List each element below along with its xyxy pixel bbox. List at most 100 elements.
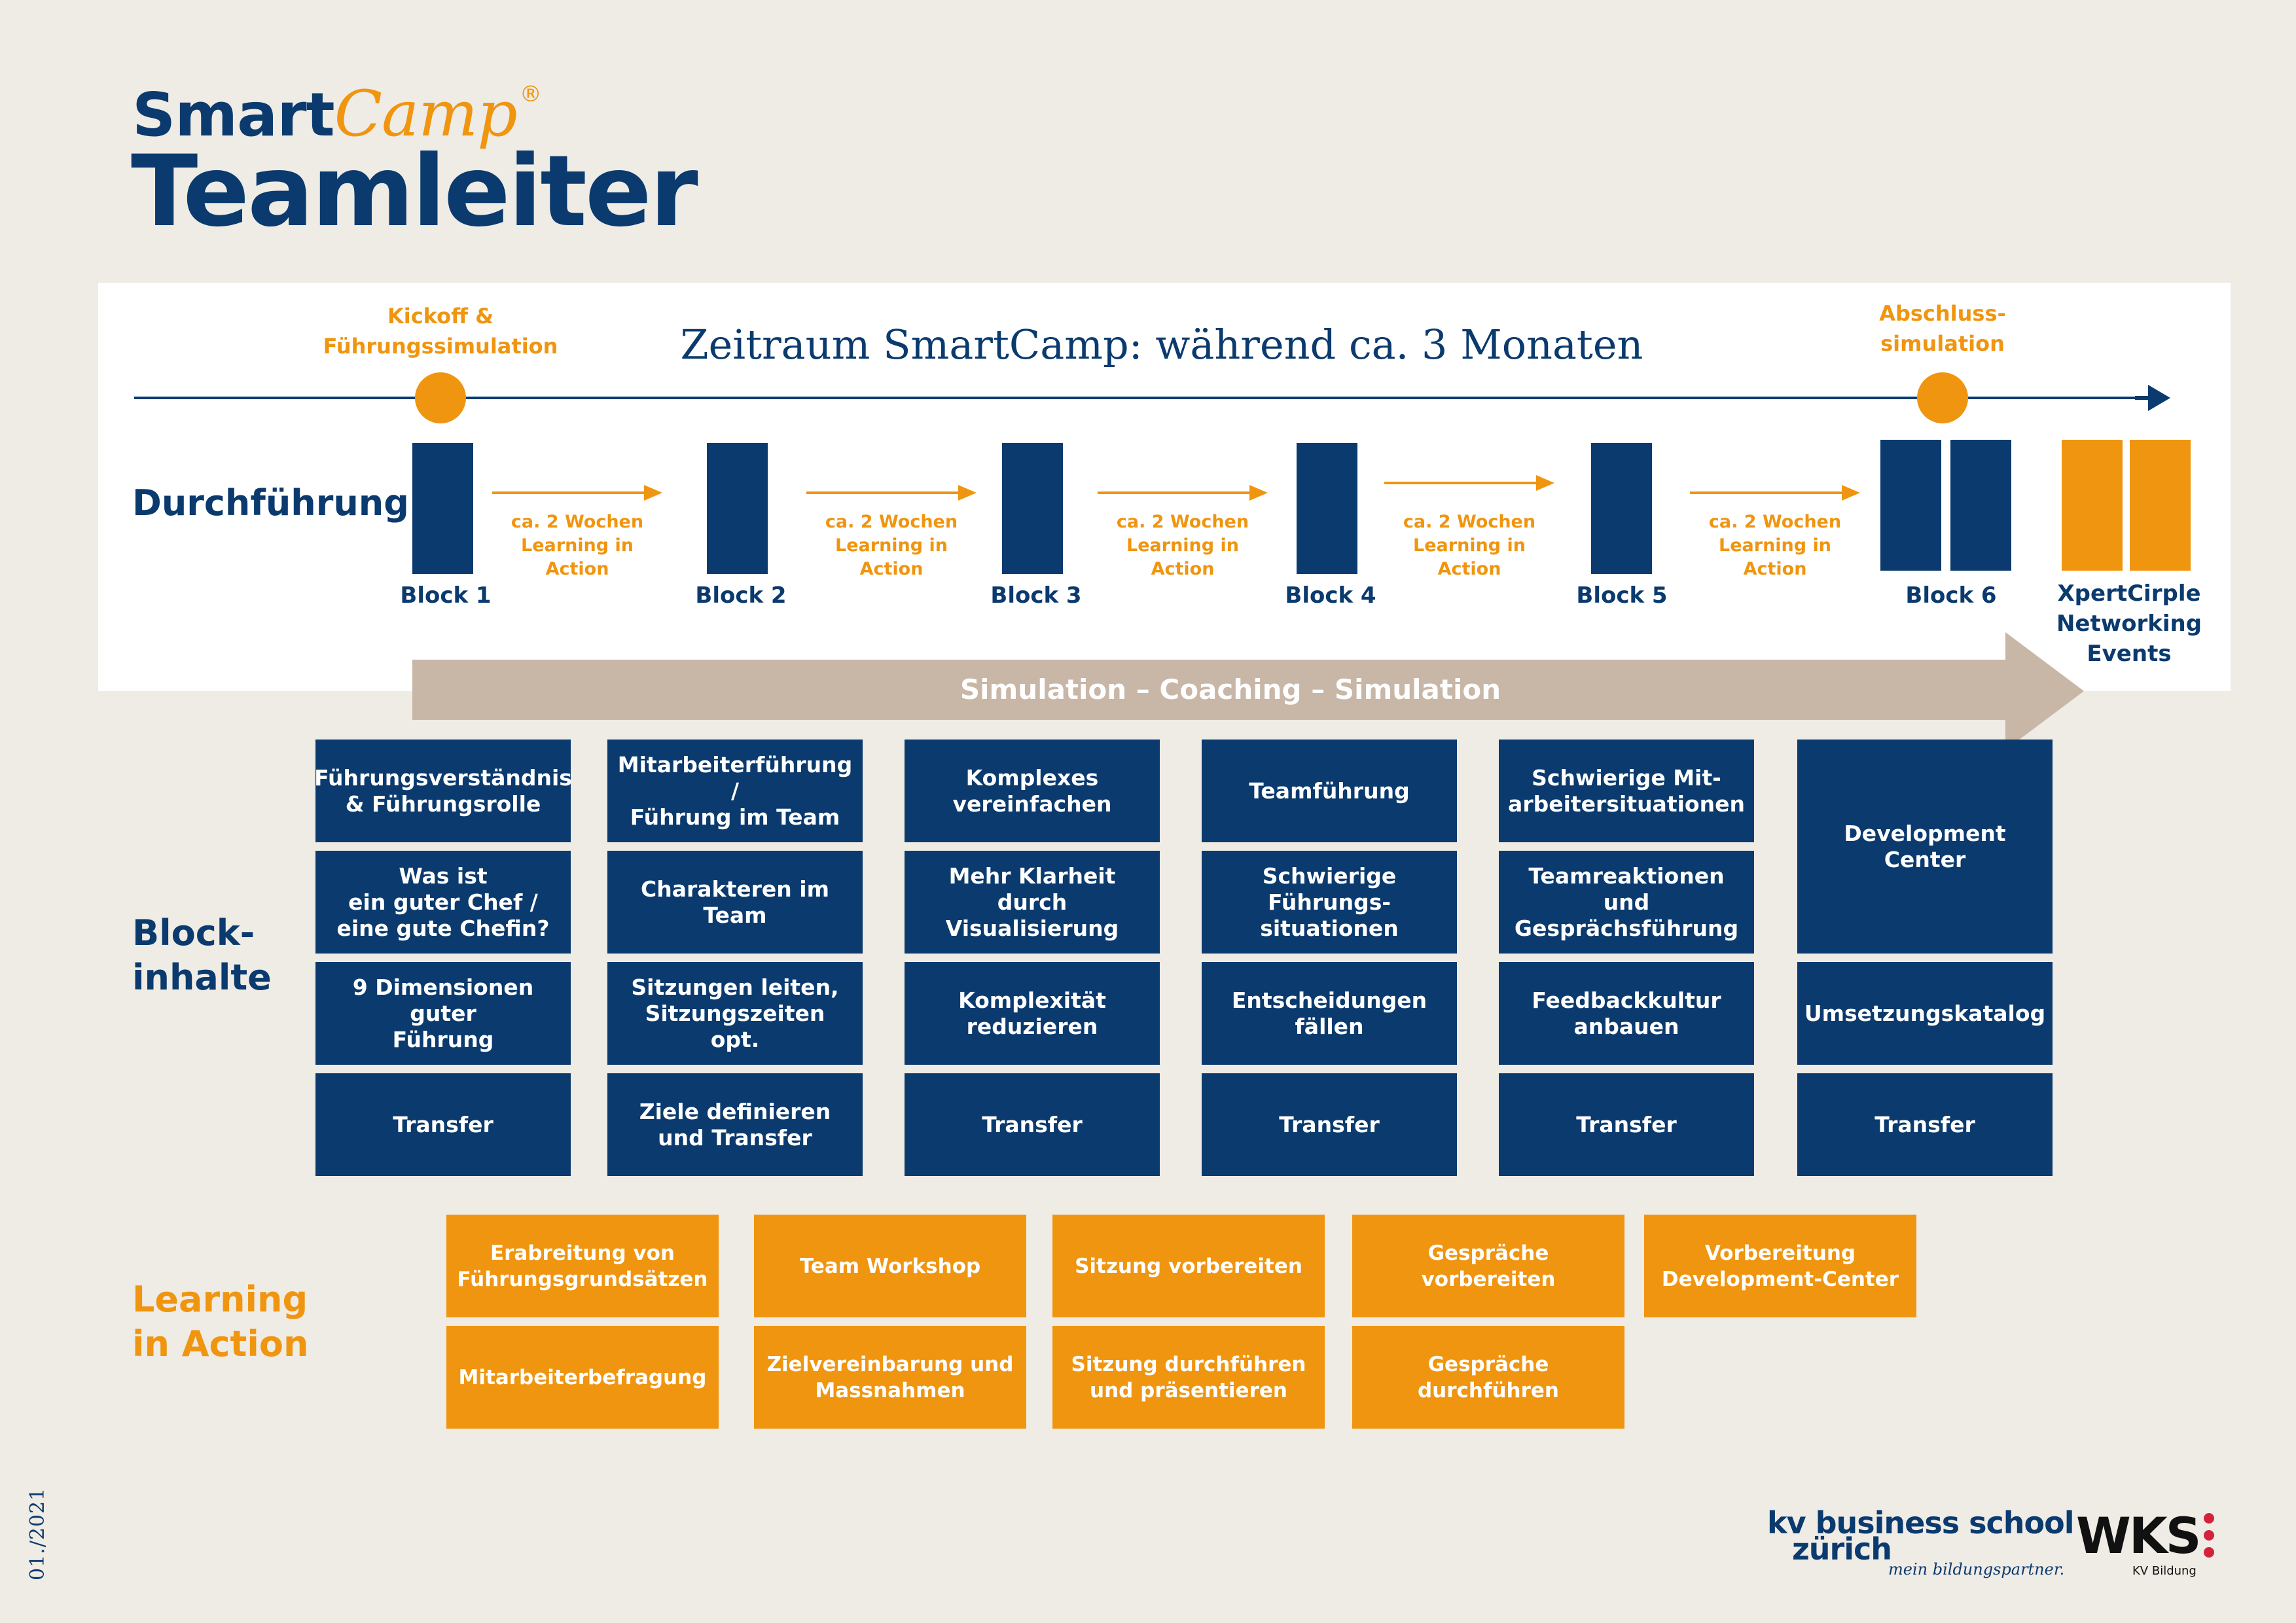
interval-1-line1: ca. 2 Wochen (511, 512, 644, 532)
blockinhalte-line1: Block- (132, 912, 255, 954)
row-label-durchfuehrung: Durchführung (132, 482, 409, 524)
action-tile: Sitzung durchführen und präsentieren (1052, 1326, 1325, 1429)
interval-2: ca. 2 Wochen Learning in Action (806, 483, 977, 581)
timeline-line (134, 397, 2137, 399)
content-tile: Umsetzungskatalog (1797, 962, 2053, 1065)
brand-smart: Smart (132, 80, 335, 150)
block-2-bar (707, 443, 768, 574)
interval-arrow-icon (1098, 483, 1268, 503)
content-tile: Development Center (1797, 740, 2053, 954)
content-tile: Teamführung (1202, 740, 1457, 842)
action-tile: Zielvereinbarung und Massnahmen (754, 1326, 1026, 1429)
xpert-label-line3: Events (2087, 641, 2172, 667)
interval-2-line1: ca. 2 Wochen (825, 512, 958, 532)
page-title: Teamleiter (131, 135, 698, 249)
content-tile: Sitzungen leiten, Sitzungszeiten opt. (607, 962, 863, 1065)
action-tile: Gespräche durchführen (1352, 1326, 1624, 1429)
block-5-label: Block 5 (1576, 582, 1668, 609)
blockinhalte-line2: inhalte (132, 957, 272, 998)
brand-camp: Camp (334, 77, 518, 151)
kv-logo-line2: zürich (1792, 1531, 1892, 1567)
simulation-band-label: Simulation – Coaching – Simulation (960, 673, 1501, 705)
final-milestone-icon (1917, 372, 1968, 423)
timeline-arrow-icon (2148, 385, 2170, 411)
final-label-line1: Abschluss- (1879, 301, 2006, 326)
kickoff-label-line2: Führungssimulation (323, 334, 558, 359)
content-tile: Transfer (1202, 1073, 1457, 1176)
content-tile: Teamreaktionen und Gesprächsführung (1499, 851, 1754, 954)
interval-3-line2: Learning in Action (1126, 535, 1239, 579)
block-2-label: Block 2 (695, 582, 787, 609)
content-tile: Charakteren im Team (607, 851, 863, 954)
action-tile: Sitzung vorbereiten (1052, 1215, 1325, 1317)
block-3-label: Block 3 (990, 582, 1082, 609)
block-5-bar (1591, 443, 1652, 574)
xpert-bar-b (2130, 440, 2191, 571)
interval-3: ca. 2 Wochen Learning in Action (1098, 483, 1268, 581)
kickoff-label-line1: Kickoff & (387, 304, 494, 329)
action-tile: Team Workshop (754, 1215, 1026, 1317)
content-tile: Was ist ein guter Chef / eine gute Chefi… (315, 851, 571, 954)
interval-5-line1: ca. 2 Wochen (1708, 512, 1842, 532)
learning-line2: in Action (132, 1323, 309, 1364)
content-tile: Transfer (1797, 1073, 2053, 1176)
block-6-bar-a (1880, 440, 1941, 571)
interval-4-line1: ca. 2 Wochen (1403, 512, 1536, 532)
xpert-bar-a (2062, 440, 2123, 571)
content-tile: Mehr Klarheit durch Visualisierung (905, 851, 1160, 954)
content-tile: Transfer (1499, 1073, 1754, 1176)
interval-5-line2: Learning in Action (1719, 535, 1831, 579)
kv-logo-line1: kv business school (1767, 1505, 2075, 1541)
block-4-label: Block 4 (1285, 582, 1376, 609)
action-tile: Erabreitung von Führungsgrundsätzen (446, 1215, 719, 1317)
content-tile: Entscheidungen fällen (1202, 962, 1457, 1065)
simulation-band-arrow-icon (2005, 632, 2084, 750)
xpert-label-line1: XpertCirple (2057, 580, 2201, 607)
interval-3-line1: ca. 2 Wochen (1116, 512, 1249, 532)
brand-logo: SmartCamp® (132, 77, 542, 151)
date-stamp: 01./2021 (26, 1487, 49, 1580)
content-tile: Führungsverständnis & Führungsrolle (314, 740, 572, 842)
interval-arrow-icon (1384, 473, 1554, 493)
block-6-bar-b (1950, 440, 2011, 571)
wks-logo: WKS (2076, 1507, 2201, 1565)
period-label: Zeitraum SmartCamp: während ca. 3 Monate… (680, 321, 1643, 368)
wks-subtitle: KV Bildung (2132, 1564, 2197, 1578)
content-tile: 9 Dimensionen guter Führung (315, 962, 571, 1065)
interval-1-line2: Learning in Action (521, 535, 634, 579)
final-label-line2: simulation (1880, 331, 2005, 356)
kickoff-label: Kickoff & Führungssimulation (310, 301, 571, 361)
content-tile: Transfer (905, 1073, 1160, 1176)
content-tile: Schwierige Führungs- situationen (1202, 851, 1457, 954)
block-4-bar (1297, 443, 1357, 574)
interval-4-line2: Learning in Action (1413, 535, 1526, 579)
content-tile: Ziele definieren und Transfer (607, 1073, 863, 1176)
interval-arrow-icon (492, 483, 662, 503)
interval-arrow-icon (1690, 483, 1860, 503)
interval-5: ca. 2 Wochen Learning in Action (1690, 483, 1860, 581)
content-tile: Komplexes vereinfachen (905, 740, 1160, 842)
kv-tagline: mein bildungspartner. (1888, 1560, 2065, 1578)
block-3-bar (1002, 443, 1063, 574)
content-tile: Schwierige Mit- arbeitersituationen (1499, 740, 1754, 842)
final-simulation-label: Abschluss- simulation (1812, 298, 2073, 359)
content-tile: Feedbackkultur anbauen (1499, 962, 1754, 1065)
interval-1: ca. 2 Wochen Learning in Action (492, 483, 662, 581)
action-tile: Vorbereitung Development-Center (1644, 1215, 1916, 1317)
registered-mark: ® (519, 81, 542, 107)
row-label-learning-in-action: Learning in Action (132, 1277, 308, 1366)
block-1-label: Block 1 (400, 582, 492, 609)
learning-line1: Learning (132, 1279, 308, 1320)
block-6-label: Block 6 (1905, 582, 1997, 609)
kickoff-milestone-icon (415, 372, 466, 423)
action-tile: Mitarbeiterbefragung (446, 1326, 719, 1429)
timeline-arrow-stem (2135, 396, 2152, 400)
simulation-band (412, 660, 2009, 720)
interval-2-line2: Learning in Action (835, 535, 948, 579)
row-label-blockinhalte: Block- inhalte (132, 911, 272, 1000)
content-tile: Komplexität reduzieren (905, 962, 1160, 1065)
interval-4: ca. 2 Wochen Learning in Action (1384, 473, 1554, 581)
block-1-bar (412, 443, 473, 574)
action-tile: Gespräche vorbereiten (1352, 1215, 1624, 1317)
content-tile: Mitarbeiterführung / Führung im Team (607, 740, 863, 842)
